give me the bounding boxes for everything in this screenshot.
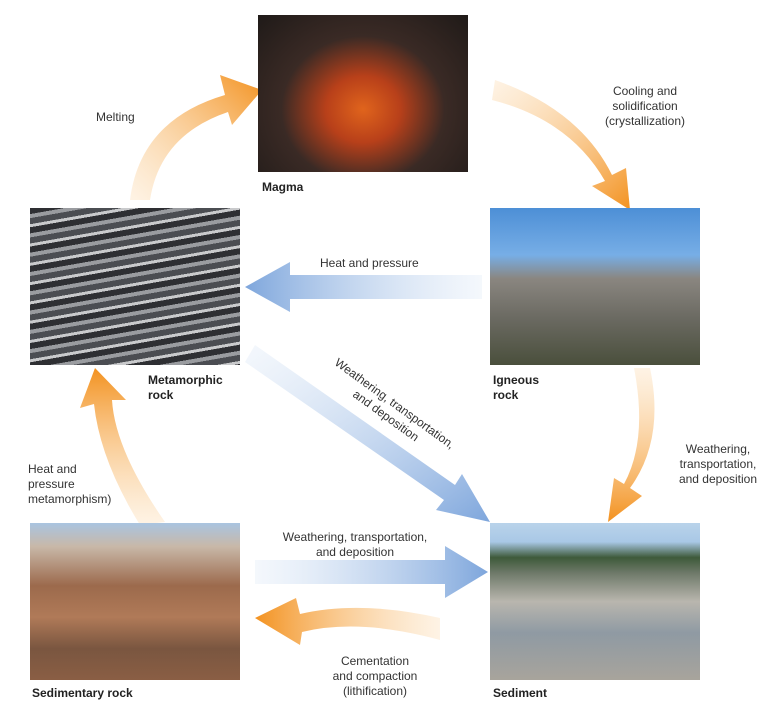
heat-pressure-label: Heat and pressure [320, 256, 419, 270]
melting-arrow [130, 75, 262, 200]
right-weathering-label: Weathering,transportation,and deposition [678, 442, 758, 486]
bottom-weathering-label: Weathering, transportation,and depositio… [282, 530, 428, 559]
right-weathering-arrow [608, 368, 655, 522]
sedimentary-rock-photo [30, 523, 240, 680]
sediment-photo [490, 523, 700, 680]
igneous-rock-photo [490, 208, 700, 365]
heat-pressure-arrow [245, 262, 482, 312]
sedimentary-rock-label: Sedimentary rock [32, 686, 133, 700]
cementation-arrow [255, 598, 440, 645]
metamorphic-rock-photo [30, 208, 240, 365]
metamorphism-arrow [80, 368, 165, 525]
bottom-weathering-arrow [255, 546, 488, 598]
magma-label: Magma [262, 180, 304, 194]
melting-label: Melting [96, 110, 135, 124]
cooling-arrow [492, 80, 630, 210]
magma-photo [258, 15, 468, 172]
diagonal-weathering-arrow [245, 345, 490, 522]
sediment-label: Sediment [493, 686, 548, 700]
